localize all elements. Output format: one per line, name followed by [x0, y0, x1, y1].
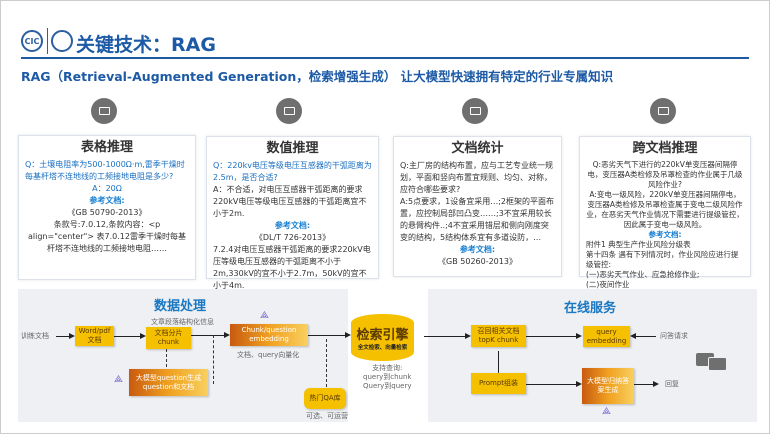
card-answer: A:5点要求，1设备宜采用…;2框架的平面布置，应控制局部凹凸变……;3不宜采用…: [400, 197, 554, 242]
search-engine-cylinder: 检索引擎 全文检索、向量检索: [351, 314, 414, 361]
llm-logo-icon: ⟁: [260, 310, 269, 321]
card-title: 文档统计: [451, 141, 504, 156]
card-answer: A：不合适，对电压互感器干弧距离的要求220kV电压等级电压互感器的干弧距离宜不…: [213, 185, 367, 218]
subtitle: RAG（Retrieval-Augmented Generation，检索增强生…: [21, 69, 614, 84]
llm-answer-box: 大模型归纳答案生成: [582, 368, 634, 404]
dashed-connector: [213, 335, 214, 384]
card-cross-doc-reasoning: 跨文档推理 Q:恶劣天气下进行的220kV单变压器间隔停电，变压器A类检修及吊罩…: [579, 136, 751, 289]
laptop-icon: [276, 98, 302, 124]
word-pdf-box: Word/pdf 文档: [75, 326, 114, 346]
ref-doc: 《DL/T 726-2013》: [254, 233, 331, 242]
card-title: 跨文档推理: [632, 141, 698, 156]
training-docs-label: 训练文档: [21, 332, 49, 340]
dashed-connector: [166, 349, 167, 367]
ref-doc: 《GB 50260-2013》: [438, 257, 517, 266]
card-question: Q：土壤电阻率为500-1000Ω·m,雷季干燥时每基杆塔不连地线的工频接地电阻…: [25, 160, 185, 181]
arrow-icon: [465, 333, 471, 339]
card-answer: A：20Ω: [92, 184, 122, 193]
data-processing-title: 数据处理: [154, 299, 207, 314]
ref-label: 参考文档:: [89, 196, 125, 205]
laptop-icon: [650, 98, 676, 124]
engine-title: 检索引擎: [356, 328, 409, 343]
online-service-title: 在线服务: [564, 301, 617, 316]
chat-icon: [708, 357, 727, 371]
card-title: 数值推理: [266, 141, 319, 156]
logo-divider: [47, 28, 48, 54]
hot-qa-db: 热门QA库: [304, 388, 346, 409]
arrow-icon: [576, 333, 582, 339]
engine-support-label: 支持查询: query到chunk Query到query: [363, 364, 412, 390]
vectorize-label: 文档、query向量化: [237, 351, 300, 359]
ref-text: 7.2.4对电压互感器干弧距离的要求220kV电压等级电压互感器的干弧距离不小于…: [213, 245, 371, 290]
laptop-icon: [462, 98, 488, 124]
ref-label: 参考文档:: [274, 221, 311, 230]
card-title: 表格推理: [80, 140, 133, 155]
prompt-assembly-box: Prompt组装: [471, 373, 526, 394]
reply-label: 回复: [665, 380, 679, 388]
card-doc-statistics: 文档统计 Q:主厂房的结构布置，应与工艺专业统一规划，平面和竖向布置宜规则、均匀…: [393, 136, 562, 277]
engine-subtitle: 全文检索、向量检索: [357, 345, 408, 351]
embedding-box: Chunk/question embedding: [230, 324, 308, 346]
qa-optional-label: 可选、可运营: [306, 412, 348, 420]
dashed-connector: [326, 339, 327, 387]
ref-label: 参考文档:: [648, 230, 682, 239]
title-rule: [21, 57, 749, 59]
cic-logo: CIC: [21, 30, 43, 52]
structure-label: 文章段落结构化信息: [151, 318, 214, 326]
ref-doc: 《GB 50790-2013》: [67, 208, 147, 217]
card-question: Q：220kv电压等级电压互感器的干弧距离为2.5m，是否合适?: [213, 161, 372, 182]
llm-logo-icon: ⟁: [114, 374, 123, 385]
page-title: 关键技术：RAG: [76, 34, 216, 56]
arrow-icon: [630, 333, 636, 339]
data-processing-panel: [18, 289, 348, 422]
ref-label: 参考文档:: [459, 245, 496, 254]
chunk-box: 文档分片 chunk: [146, 327, 191, 349]
arrow-icon: [653, 381, 659, 387]
arrow-icon: [140, 333, 146, 339]
arrow-icon: [69, 333, 75, 339]
ref-text: 附件1 典型生产作业风险分级表 第十四条 遇有下列情况时，作业风险应进行提级管控…: [586, 240, 739, 289]
arrow-icon: [576, 381, 582, 387]
card-numeric-reasoning: 数值推理 Q：220kv电压等级电压互感器的干弧距离为2.5m，是否合适? A：…: [206, 136, 379, 290]
card-answer: A:变电一级风险，220kV单变压器间隔停电，变压器A类检修及吊罩检查属于变电二…: [586, 190, 744, 229]
query-embedding-box: query embedding: [583, 326, 630, 347]
card-table-reasoning: 表格推理 Q：土壤电阻率为500-1000Ω·m,雷季干燥时每基杆塔不连地线的工…: [18, 135, 196, 280]
llm-question-gen-box: 大模型question生成 question和文档: [129, 369, 208, 396]
arrow-icon: [224, 332, 230, 338]
arrow-icon: [345, 332, 351, 338]
qa-request-label: 问答请求: [660, 332, 688, 340]
recall-box: 召回相关文档 topK chunk: [471, 325, 526, 347]
card-question: Q:恶劣天气下进行的220kV单变压器间隔停电，变压器A类检修及吊罩检查的作业属…: [587, 160, 743, 189]
laptop-icon: [91, 98, 117, 124]
card-question: Q:主厂房的结构布置，应与工艺专业统一规划，平面和竖向布置宜规则、均匀、对称，应…: [400, 161, 553, 194]
ref-text: 条款号:7.0.12,条款内容：<p align="center"> 表7.0.…: [28, 220, 186, 253]
university-logo: [51, 30, 73, 52]
llm-logo-icon: ⟁: [602, 406, 611, 417]
